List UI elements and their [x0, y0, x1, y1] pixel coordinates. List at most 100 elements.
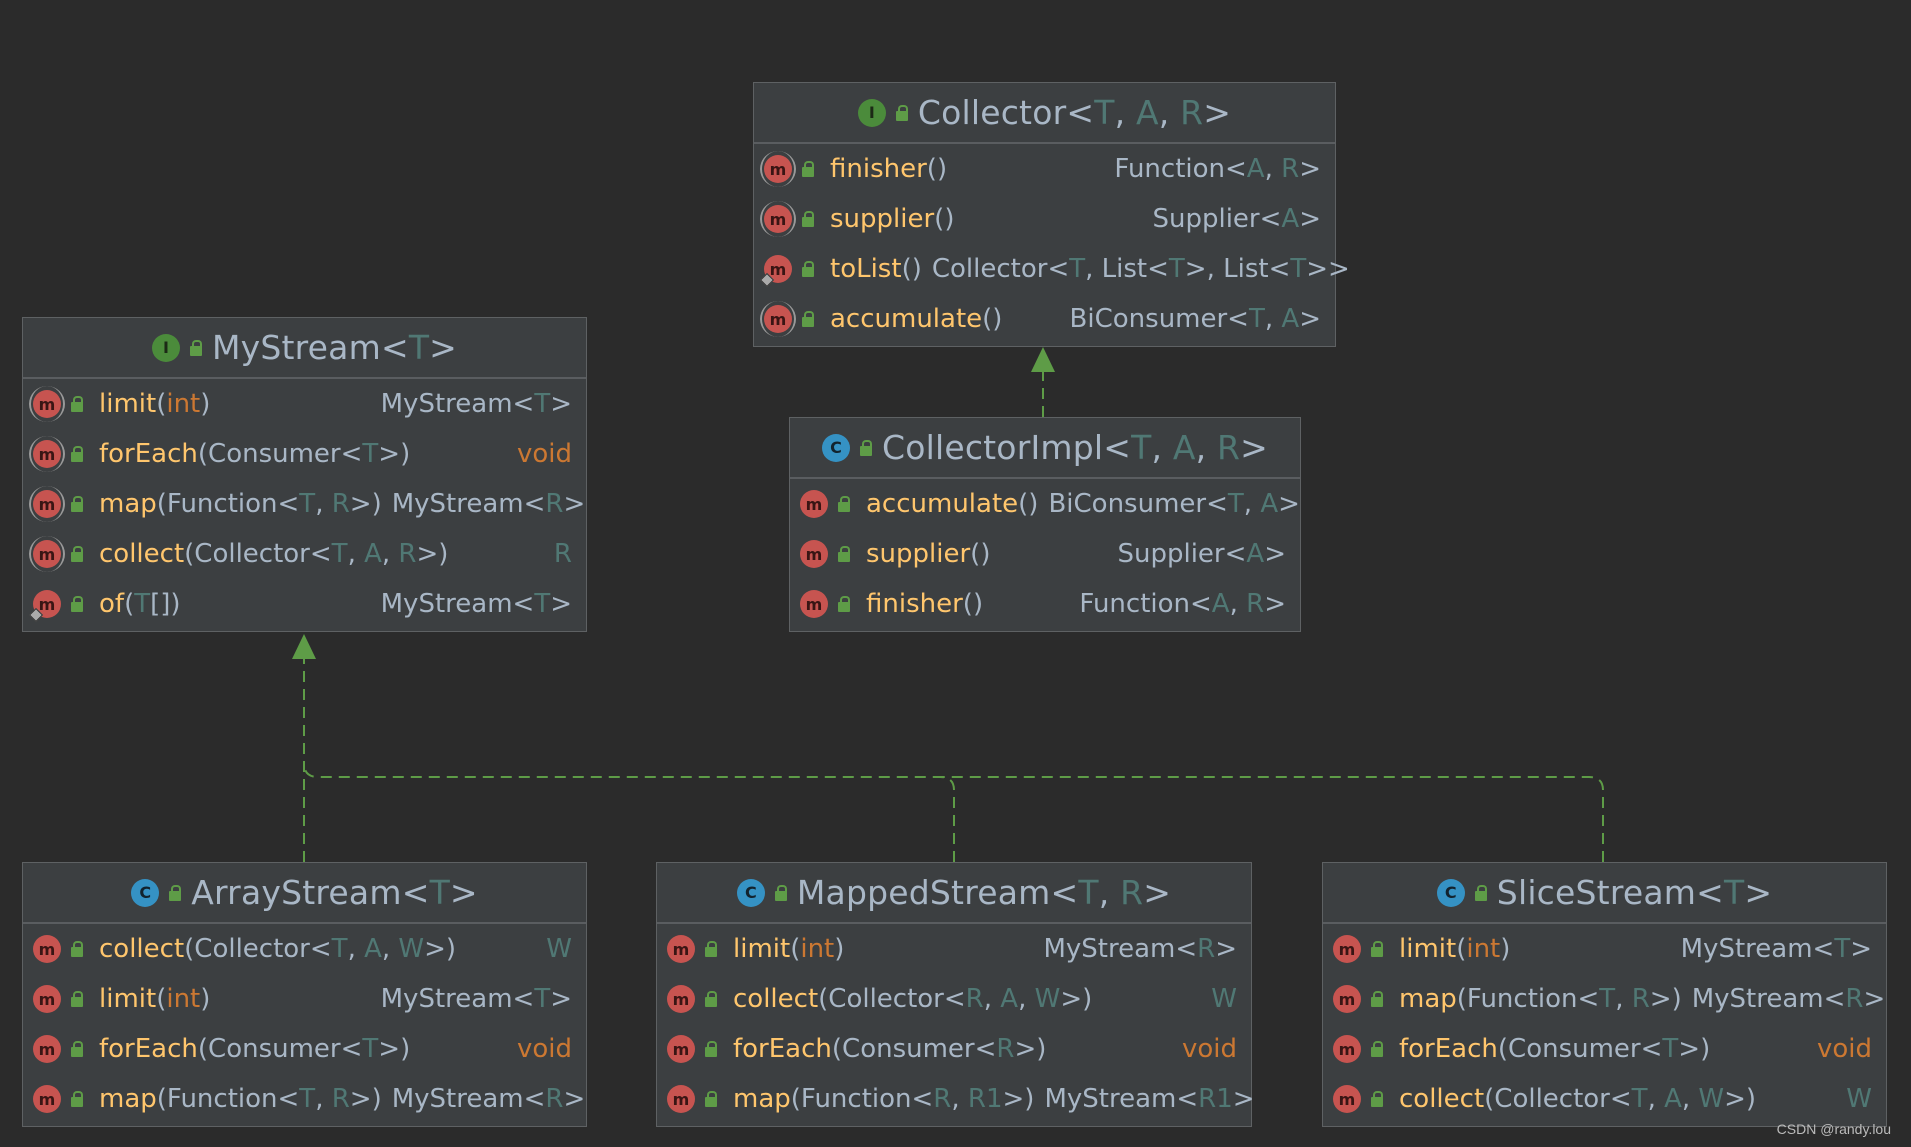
- method-params-part: >): [424, 934, 457, 964]
- method-return-type-part: >: [563, 489, 586, 519]
- public-lock-icon: [1371, 991, 1383, 1007]
- public-lock-icon: [71, 446, 83, 462]
- method-params-part: ,: [1018, 984, 1035, 1014]
- method-return-type: MyStream<T>: [381, 984, 572, 1014]
- method-params-part: T: [1599, 984, 1616, 1014]
- method-params-part: >): [1060, 984, 1093, 1014]
- class-title-part: R: [1120, 873, 1144, 912]
- method-params-part: R: [398, 539, 417, 569]
- method-icon: m: [760, 201, 796, 237]
- method-signature: map(Function<T, R>): [99, 1084, 382, 1114]
- method-signature: accumulate(): [830, 304, 1002, 334]
- method-return-type-part: T: [534, 389, 551, 419]
- method-params-part: >): [1014, 1034, 1047, 1064]
- method-params-part: ,: [1681, 1084, 1699, 1114]
- method-return-type-part: void: [1816, 1034, 1872, 1064]
- method-name: finisher: [830, 154, 927, 184]
- method-return-type-part: >: [550, 389, 572, 419]
- method-return-type-part: ,: [1243, 489, 1261, 519]
- method-params-part: (: [790, 934, 801, 964]
- method-return-type: void: [1817, 1034, 1872, 1064]
- method-return-type-part: MyStream<: [380, 984, 535, 1014]
- method-return-type: Supplier<A>: [1117, 539, 1286, 569]
- public-lock-icon: [895, 104, 908, 121]
- method-return-type-part: List<: [1223, 254, 1291, 284]
- class-title-part: T: [1078, 873, 1099, 912]
- method-return-type: BiConsumer<T, A>: [1070, 304, 1321, 334]
- method-params-part: W: [1034, 984, 1061, 1014]
- method-return-type-part: ,: [1264, 154, 1282, 184]
- method-return-type: void: [1182, 1034, 1237, 1064]
- method-return-type-part: >: [550, 984, 572, 1014]
- method-return-type: Supplier<A>: [1152, 204, 1321, 234]
- arrowhead-mystream: [292, 634, 316, 659]
- method-params-part: (Function<: [156, 1084, 300, 1114]
- method-return-type: MyStream<R>: [1692, 984, 1886, 1014]
- method-return-type-part: >: [1278, 489, 1300, 519]
- method-return-type: MyStream<R>: [392, 1084, 586, 1114]
- method-params-part: ,: [315, 1084, 332, 1114]
- method-return-type-part: Function<: [1114, 154, 1247, 184]
- method-icon: m: [667, 985, 695, 1013]
- method-params-part: R: [933, 1084, 952, 1114]
- method-row[interactable]: m collect(Collector<R, A, W>)W: [657, 974, 1251, 1024]
- class-title-part: T: [1131, 428, 1152, 467]
- method-return-type: Function<A, R>: [1114, 154, 1321, 184]
- method-params: (int): [790, 934, 844, 964]
- method-return-type-part: T: [1168, 254, 1185, 284]
- method-params: (): [982, 304, 1002, 334]
- method-params-part: (Consumer<: [197, 439, 363, 469]
- class-title: MyStream<T>: [212, 328, 457, 367]
- method-name: accumulate: [866, 489, 1019, 519]
- method-return-type: MyStream<T>: [381, 589, 572, 619]
- method-name: finisher: [866, 589, 963, 619]
- method-params-part: ,: [347, 934, 365, 964]
- method-params: (): [934, 204, 954, 234]
- method-signature: forEach(Consumer<R>): [733, 1034, 1046, 1064]
- watermark: CSDN @randy.lou: [1776, 1121, 1891, 1137]
- method-return-type: R: [554, 539, 572, 569]
- method-params: (Function<R, R1>): [791, 1084, 1035, 1114]
- method-name: map: [1399, 984, 1457, 1014]
- method-signature: collect(Collector<R, A, W>): [733, 984, 1092, 1014]
- method-return-type-part: Function<: [1079, 589, 1212, 619]
- method-params-part: ,: [381, 539, 399, 569]
- method-icon: m: [760, 301, 796, 337]
- class-title-part: ,: [1195, 428, 1218, 467]
- method-row[interactable]: m accumulate() BiConsumer<T, A>: [754, 294, 1335, 344]
- method-icon: m: [1333, 1085, 1361, 1113]
- method-signature: forEach(Consumer<T>): [99, 439, 410, 469]
- method-params-part: (Consumer<: [197, 1034, 363, 1064]
- method-params-part: ,: [983, 984, 1001, 1014]
